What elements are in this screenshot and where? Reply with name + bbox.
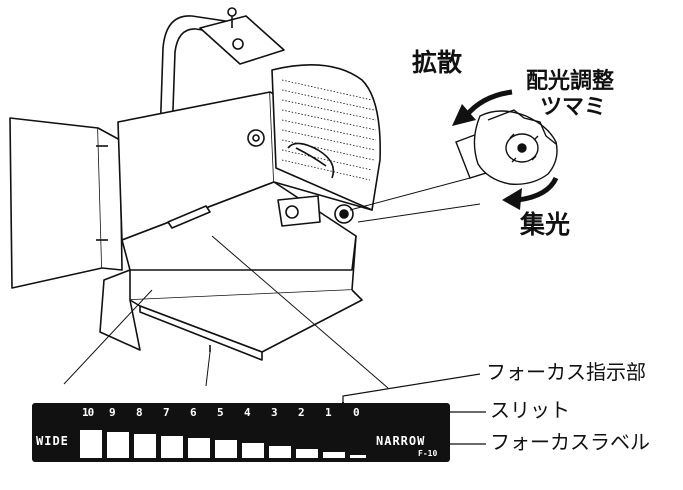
rear-vent-cap (271, 64, 381, 211)
scale-number: 1 (325, 406, 332, 419)
rotate-counterclockwise-arrow-icon (452, 89, 513, 126)
barn-door-left (9, 117, 103, 289)
scale-cell (269, 446, 291, 458)
leader-slot-right (211, 235, 389, 389)
scale-number: 7 (163, 406, 170, 419)
leader-knob-low (357, 203, 481, 223)
focus-knob-icon (455, 109, 558, 185)
scale-cell (242, 443, 264, 458)
scale-cell (215, 440, 237, 458)
model-label: F-10 (418, 449, 438, 458)
leader-knob (349, 177, 471, 211)
focus-label-caption: フォーカスラベル (490, 430, 650, 454)
knob-label-line1: 配光調整 (526, 69, 615, 94)
scale-number: 8 (136, 406, 143, 419)
scale-number: 6 (190, 406, 197, 419)
focus-slot (167, 205, 211, 229)
scale-number: 3 (271, 406, 278, 419)
scale-number: 4 (244, 406, 251, 419)
scale-number: 10 (82, 406, 94, 419)
scale-cell (134, 434, 156, 458)
scale-cell (188, 438, 210, 458)
wide-label: WIDE (36, 434, 69, 448)
scale-number: 2 (298, 406, 305, 419)
focus-indicator-label: フォーカス指示部 (486, 360, 646, 384)
knob-label-line2: ツマミ (540, 95, 607, 120)
leader-slot-mid (205, 351, 211, 387)
narrow-label: NARROW (376, 434, 426, 448)
scale-cell (107, 432, 129, 458)
focus-label-panel: 10 9 8 7 6 5 4 3 2 1 0 WIDE NARROW F-10 (32, 403, 450, 462)
scale-cell (323, 452, 345, 458)
scale-cell (296, 449, 318, 458)
scale-number: 0 (353, 406, 360, 419)
leader-focus-indicator (342, 373, 481, 402)
leader-slot-left (63, 289, 153, 385)
rotate-clockwise-arrow-icon (502, 176, 559, 210)
focus-label: 集光 (520, 210, 571, 239)
slit-label: スリット (490, 398, 570, 422)
scale-number: 9 (109, 406, 116, 419)
diffuse-label: 拡散 (412, 48, 463, 77)
scale-cell (161, 436, 183, 458)
yoke-arm (159, 15, 233, 139)
scale-number: 5 (217, 406, 224, 419)
scale-cell (350, 455, 366, 458)
scale-cell (80, 430, 102, 458)
